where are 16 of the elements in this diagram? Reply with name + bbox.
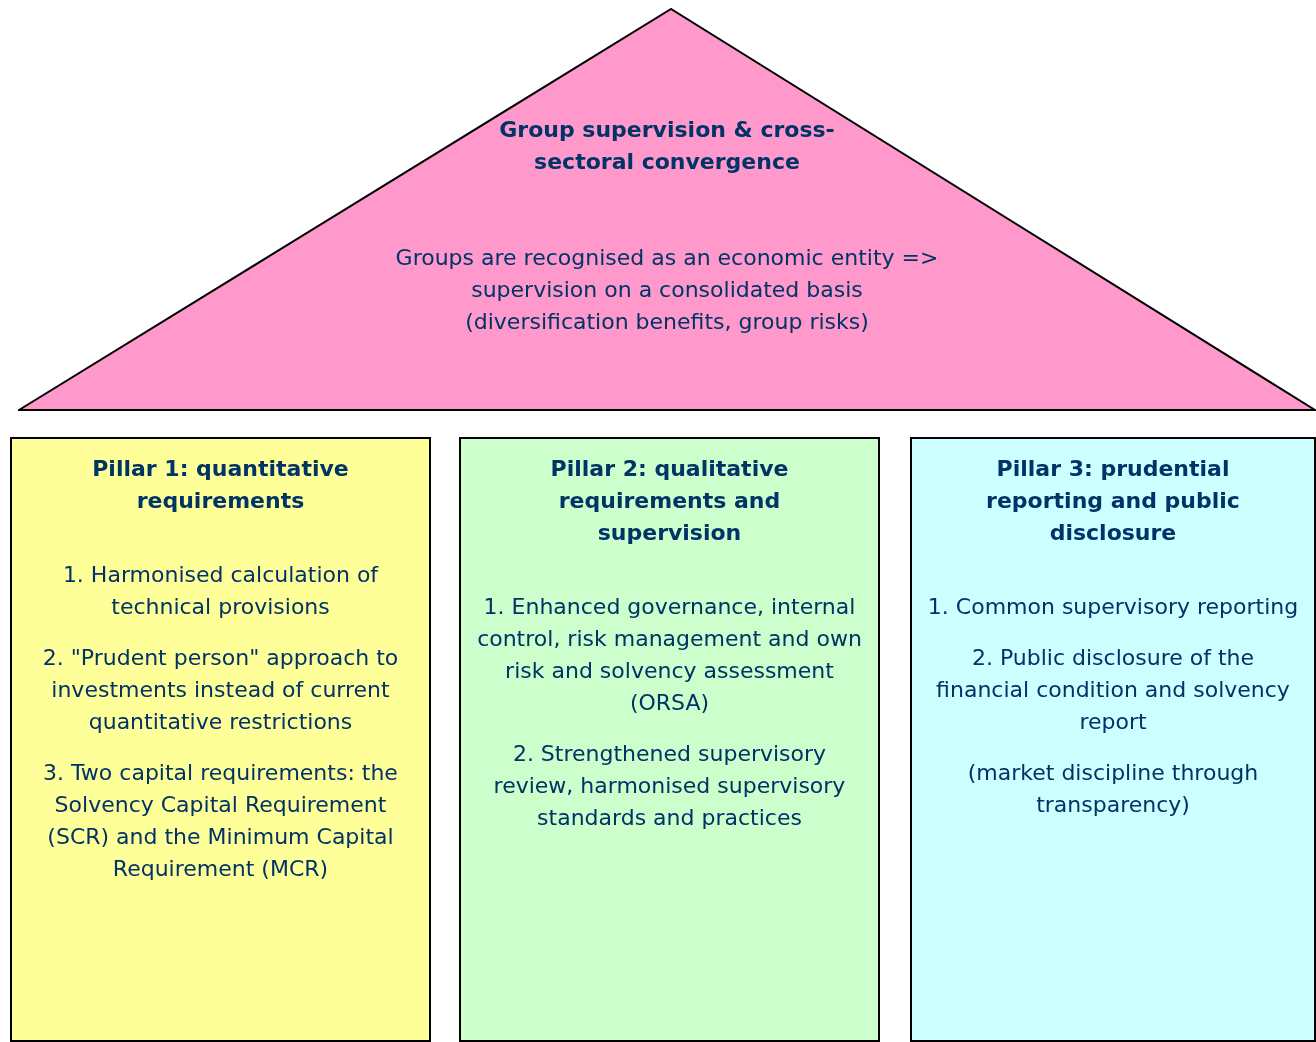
- pillar-item: 1. Enhanced governance, internal control, risk management and own risk and solvency assessment (ORSA): [476, 593, 863, 717]
- roof-description: Groups are recognised as an economic entity => supervision on a consolidated basis (diversification benefits, group risks): [394, 244, 940, 336]
- pillar-heading: Pillar 1: quantitative requirements: [91, 455, 350, 515]
- pillar-box: [459, 437, 880, 1042]
- pillar-item: 2. "Prudent person" approach to investments instead of current quantitative restrictions: [41, 644, 400, 736]
- pillar-box: [910, 437, 1316, 1042]
- pillar-item: 2. Strengthened supervisory review, harmonised supervisory standards and practices: [492, 740, 847, 832]
- pillar-item: (market discipline through transparency): [966, 759, 1260, 819]
- pillar-heading: Pillar 3: prudential reporting and public disclosure: [985, 455, 1241, 547]
- pillar-item: 2. Public disclosure of the financial condition and solvency report: [935, 644, 1291, 736]
- pillar-item: 3. Two capital requirements: the Solvency Capital Requirement (SCR) and the Minimum Capital Requirement (MCR): [42, 759, 399, 883]
- pillar-heading: Pillar 2: qualitative requirements and supervision: [549, 455, 790, 547]
- roof-heading: Group supervision & cross-sectoral convergence: [498, 116, 836, 176]
- pillar-item: 1. Common supervisory reporting: [927, 593, 1299, 621]
- pillar-item: 1. Harmonised calculation of technical provisions: [61, 561, 380, 621]
- pillar-box: [10, 437, 431, 1042]
